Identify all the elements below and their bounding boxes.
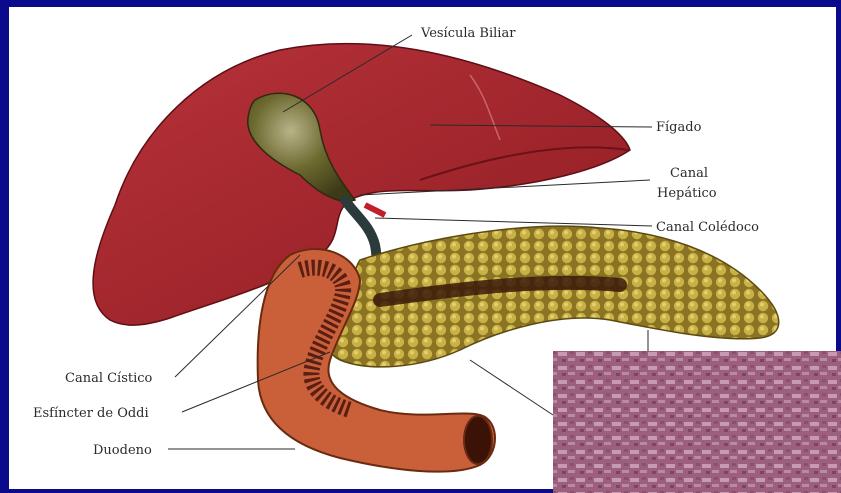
label-figado: Fígado (656, 120, 702, 135)
histology-inset (553, 351, 841, 493)
duodenum-opening (464, 416, 492, 464)
label-canal-coledoco: Canal Colédoco (656, 220, 759, 235)
label-canal-hepatico-line2: Hepático (657, 186, 717, 201)
label-duodeno: Duodeno (93, 443, 152, 458)
label-esfincter-oddi: Esfíncter de Oddi (33, 406, 149, 421)
label-vesicula-biliar: Vesícula Biliar (420, 26, 516, 41)
label-canal-cistico: Canal Cístico (65, 371, 153, 386)
label-canal-hepatico-line1: Canal (670, 166, 708, 181)
